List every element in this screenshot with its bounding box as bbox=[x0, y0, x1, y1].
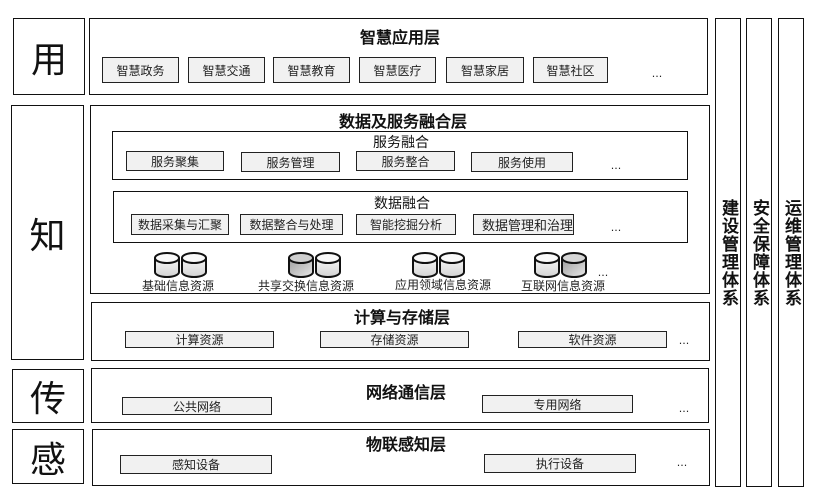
service-fusion-title: 服务融合 bbox=[373, 135, 429, 151]
side-label-transmit-text: 传 bbox=[29, 379, 66, 420]
network-item-private[interactable]: 专用网络 bbox=[482, 395, 633, 413]
db-cylinder-left bbox=[154, 252, 180, 278]
system-security-assurance-label: 安全保障体系 bbox=[749, 198, 769, 307]
side-label-know: 知 bbox=[11, 105, 84, 360]
db-cylinder-left bbox=[534, 252, 560, 278]
fusion-layer-title: 数据及服务融合层 bbox=[338, 112, 468, 131]
side-label-use: 用 bbox=[13, 18, 85, 95]
system-construction-management: 建设管理体系 bbox=[715, 18, 741, 487]
app-layer-title: 智慧应用层 bbox=[359, 28, 441, 47]
db-cylinder-left bbox=[288, 252, 314, 278]
app-item-gov[interactable]: 智慧政务 bbox=[102, 57, 179, 83]
resource-label-internet: 互联网信息资源 bbox=[520, 279, 606, 293]
network-more: ... bbox=[678, 402, 690, 415]
compute-item-compute[interactable]: 计算资源 bbox=[125, 331, 274, 348]
database-icon bbox=[412, 252, 465, 278]
network-item-public[interactable]: 公共网络 bbox=[122, 397, 272, 415]
service-item-manage[interactable]: 服务管理 bbox=[241, 152, 340, 172]
db-cylinder-right bbox=[315, 252, 341, 278]
system-construction-management-label: 建设管理体系 bbox=[718, 198, 738, 307]
compute-item-software[interactable]: 软件资源 bbox=[518, 331, 667, 348]
system-security-assurance: 安全保障体系 bbox=[746, 18, 772, 487]
side-label-sense: 感 bbox=[12, 429, 84, 484]
app-item-home[interactable]: 智慧家居 bbox=[446, 57, 524, 83]
data-item-mining[interactable]: 智能挖掘分析 bbox=[356, 214, 456, 235]
service-more: ... bbox=[610, 159, 622, 172]
db-cylinder-left bbox=[412, 252, 438, 278]
service-item-aggregate[interactable]: 服务聚集 bbox=[126, 151, 224, 171]
service-fusion-group bbox=[112, 131, 688, 180]
data-item-governance[interactable]: 数据管理和治理 bbox=[473, 214, 574, 235]
side-label-transmit: 传 bbox=[12, 369, 84, 423]
iot-more: ... bbox=[676, 456, 688, 469]
database-icon bbox=[534, 252, 587, 278]
resource-label-domain: 应用领域信息资源 bbox=[394, 278, 492, 292]
iot-layer-title: 物联感知层 bbox=[365, 435, 447, 454]
service-item-integrate[interactable]: 服务整合 bbox=[356, 151, 455, 171]
app-item-traffic[interactable]: 智慧交通 bbox=[188, 57, 265, 83]
database-icon bbox=[288, 252, 341, 278]
data-more: ... bbox=[610, 221, 622, 234]
database-icon bbox=[154, 252, 207, 278]
side-label-use-text: 用 bbox=[30, 39, 67, 81]
side-label-know-text: 知 bbox=[29, 215, 66, 257]
data-item-collect[interactable]: 数据采集与汇聚 bbox=[131, 214, 229, 235]
app-more: ... bbox=[651, 67, 663, 80]
db-cylinder-right bbox=[181, 252, 207, 278]
iot-item-actuator[interactable]: 执行设备 bbox=[484, 454, 636, 473]
data-item-process[interactable]: 数据整合与处理 bbox=[240, 214, 343, 235]
side-label-sense-text: 感 bbox=[29, 439, 66, 481]
system-operations-management: 运维管理体系 bbox=[778, 18, 804, 487]
resources-more: ... bbox=[597, 266, 609, 279]
network-layer-title: 网络通信层 bbox=[365, 383, 447, 402]
iot-item-sensor[interactable]: 感知设备 bbox=[120, 455, 272, 474]
data-fusion-title: 数据融合 bbox=[374, 196, 430, 212]
service-item-use[interactable]: 服务使用 bbox=[471, 152, 573, 172]
app-item-medical[interactable]: 智慧医疗 bbox=[359, 57, 436, 83]
app-item-community[interactable]: 智慧社区 bbox=[533, 57, 608, 83]
compute-layer-title: 计算与存储层 bbox=[353, 308, 451, 327]
db-cylinder-right bbox=[561, 252, 587, 278]
system-operations-management-label: 运维管理体系 bbox=[781, 198, 801, 307]
db-cylinder-right bbox=[439, 252, 465, 278]
resource-label-shared: 共享交换信息资源 bbox=[257, 279, 355, 293]
resource-label-basic: 基础信息资源 bbox=[141, 279, 215, 293]
compute-more: ... bbox=[678, 334, 690, 347]
data-fusion-group bbox=[113, 191, 688, 243]
compute-item-storage[interactable]: 存储资源 bbox=[320, 331, 469, 348]
app-item-education[interactable]: 智慧教育 bbox=[273, 57, 350, 83]
